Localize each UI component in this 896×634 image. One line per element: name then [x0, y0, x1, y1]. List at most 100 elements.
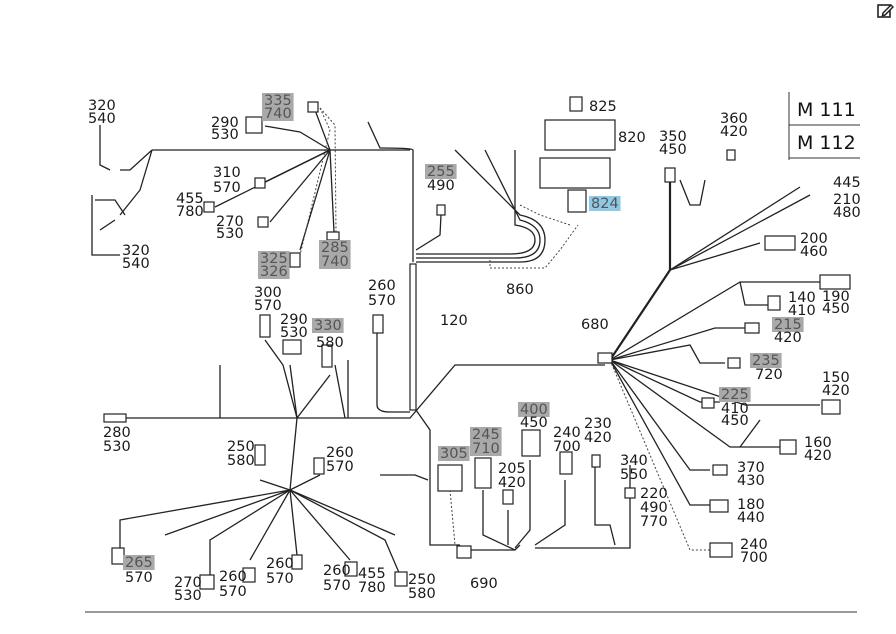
- callout-270: 270: [216, 214, 244, 230]
- callout-335[interactable]: 335: [264, 93, 292, 109]
- callout-220: 220: [640, 486, 668, 502]
- callout-570: 570: [326, 459, 354, 475]
- callout-570: 570: [368, 293, 396, 309]
- callout-235[interactable]: 235: [752, 353, 780, 369]
- callout-highlight: [750, 353, 782, 368]
- callout-200: 200: [800, 231, 828, 247]
- callout-190: 190: [822, 289, 850, 305]
- callout-570: 570: [213, 180, 241, 196]
- callout-570: 570: [219, 584, 247, 600]
- callout-260: 260: [323, 563, 351, 579]
- callout-740[interactable]: 740: [321, 254, 349, 270]
- callout-530: 530: [280, 325, 308, 341]
- callout-290: 290: [211, 115, 239, 131]
- callout-710[interactable]: 710: [472, 441, 500, 457]
- callout-410: 410: [788, 303, 816, 319]
- callout-325[interactable]: 325: [260, 251, 288, 267]
- callout-326[interactable]: 326: [260, 264, 288, 280]
- callout-580: 580: [408, 586, 436, 602]
- callout-550: 550: [620, 467, 648, 483]
- callout-445: 445: [833, 175, 861, 191]
- callout-530: 530: [216, 226, 244, 242]
- model-m112[interactable]: M 112: [797, 132, 856, 154]
- callout-highlight: [312, 318, 344, 333]
- callout-250: 250: [227, 439, 255, 455]
- callout-460: 460: [800, 244, 828, 260]
- callout-180: 180: [737, 497, 765, 513]
- model-table: M 111 M 112: [788, 92, 860, 160]
- callout-400[interactable]: 400: [520, 402, 548, 418]
- callout-highlight: [262, 93, 294, 108]
- callout-580: 580: [227, 453, 255, 469]
- callout-305[interactable]: 305: [440, 446, 468, 462]
- callout-824[interactable]: 824: [591, 196, 619, 212]
- callout-690: 690: [470, 576, 498, 592]
- callout-720: 720: [755, 367, 783, 383]
- callout-255[interactable]: 255: [427, 164, 455, 180]
- model-m111[interactable]: M 111: [797, 99, 856, 121]
- callout-480: 480: [833, 205, 861, 221]
- edit-icon[interactable]: [876, 2, 895, 20]
- callout-120: 120: [440, 313, 468, 329]
- callout-420: 420: [822, 383, 850, 399]
- harness-wires: [91, 107, 820, 576]
- callout-highlight: [589, 196, 621, 211]
- callout-680: 680: [581, 317, 609, 333]
- callout-490: 490: [427, 178, 455, 194]
- callout-450: 450: [822, 301, 850, 317]
- callout-150: 150: [822, 370, 850, 386]
- callout-highlight: [258, 251, 290, 266]
- callout-360: 360: [720, 111, 748, 127]
- callout-740[interactable]: 740: [264, 106, 292, 122]
- callout-285[interactable]: 285: [321, 240, 349, 256]
- callout-490: 490: [640, 500, 668, 516]
- callout-455: 455: [358, 566, 386, 582]
- callout-260: 260: [219, 569, 247, 585]
- callout-245[interactable]: 245: [472, 427, 500, 443]
- callout-570: 570: [323, 578, 351, 594]
- callout-530: 530: [103, 439, 131, 455]
- callout-420: 420: [720, 124, 748, 140]
- callout-450: 450: [520, 415, 548, 431]
- callout-highlight: [438, 446, 470, 461]
- callout-highlight: [258, 264, 290, 279]
- callout-280: 280: [103, 425, 131, 441]
- callout-540: 540: [88, 111, 116, 127]
- callout-highlight: [262, 106, 294, 121]
- callout-410: 410: [721, 401, 749, 417]
- callout-825: 825: [589, 99, 617, 115]
- callout-570: 570: [125, 570, 153, 586]
- callout-860: 860: [506, 282, 534, 298]
- callout-420: 420: [584, 430, 612, 446]
- callout-330[interactable]: 330: [314, 318, 342, 334]
- component-parts: [103, 96, 851, 590]
- callout-highlight: [319, 240, 351, 255]
- callout-225[interactable]: 225: [721, 387, 749, 403]
- callout-215[interactable]: 215: [774, 317, 802, 333]
- callout-350: 350: [659, 129, 687, 145]
- callout-300: 300: [254, 285, 282, 301]
- callout-highlight: [425, 164, 457, 179]
- callout-290: 290: [280, 312, 308, 328]
- callout-265[interactable]: 265: [125, 555, 153, 571]
- callout-260: 260: [368, 278, 396, 294]
- callout-250: 250: [408, 572, 436, 588]
- callout-140: 140: [788, 290, 816, 306]
- callout-530: 530: [174, 588, 202, 604]
- callout-420: 420: [804, 448, 832, 464]
- callout-270: 270: [174, 575, 202, 591]
- callout-540: 540: [122, 256, 150, 272]
- callout-highlight: [470, 441, 502, 456]
- callout-570: 570: [266, 571, 294, 587]
- callout-240: 240: [740, 537, 768, 553]
- callout-230: 230: [584, 416, 612, 432]
- callout-780: 780: [358, 580, 386, 596]
- callout-370: 370: [737, 460, 765, 476]
- callout-205: 205: [498, 461, 526, 477]
- callout-820: 820: [618, 130, 646, 146]
- callout-highlight: [319, 254, 351, 269]
- callout-455: 455: [176, 191, 204, 207]
- callout-240: 240: [553, 425, 581, 441]
- callout-780: 780: [176, 204, 204, 220]
